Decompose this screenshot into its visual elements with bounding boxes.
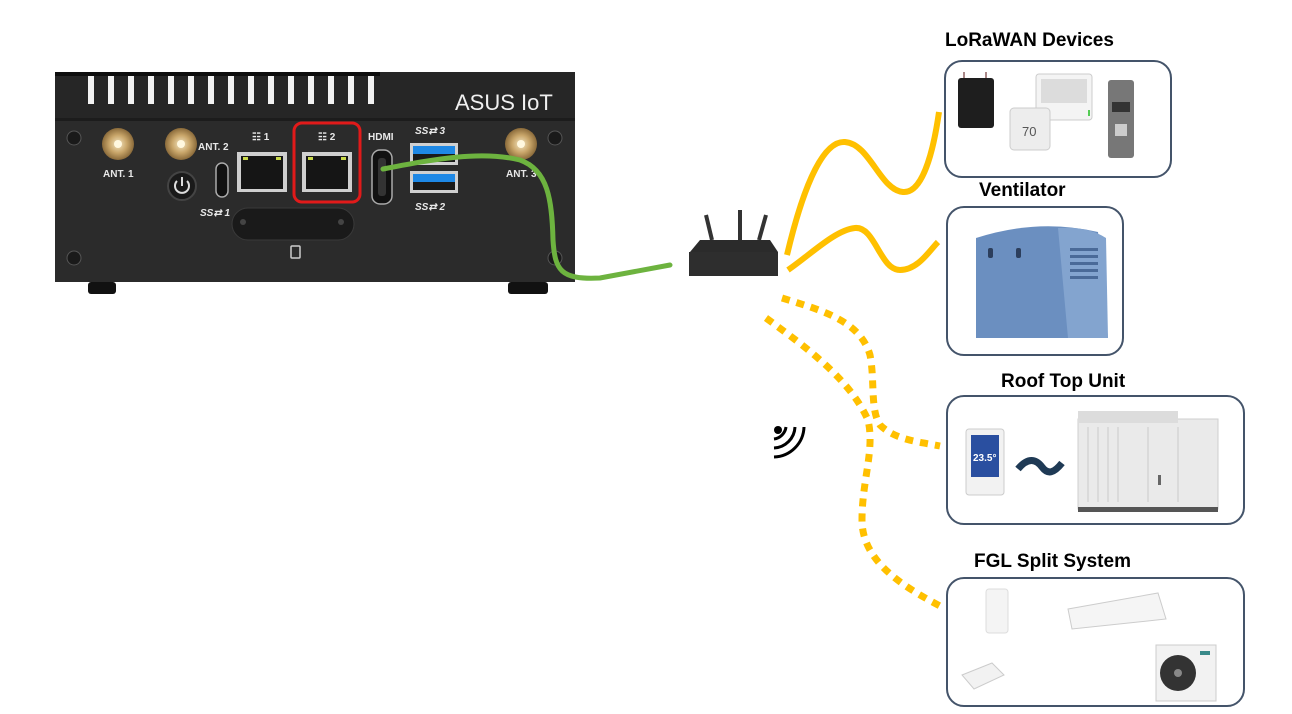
svg-text:ANT. 1: ANT. 1 bbox=[103, 169, 134, 180]
antenna-port-1: ANT. 1 bbox=[102, 128, 134, 180]
ventilator-image bbox=[976, 226, 1108, 338]
lan-port-1: ☷ 1 bbox=[237, 132, 287, 192]
wired-connection-icon bbox=[1015, 457, 1065, 476]
fgl-split-system-card bbox=[946, 577, 1245, 707]
lorawan-sensor-probe bbox=[1108, 80, 1134, 158]
lorawan-devices-card: 70 bbox=[944, 60, 1172, 178]
lorawan-devices-image: 70 bbox=[958, 72, 1134, 158]
sd-card-icon bbox=[290, 245, 301, 259]
port-highlight bbox=[292, 121, 362, 204]
heatsink-fins bbox=[55, 40, 575, 104]
ventilator-title: Ventilator bbox=[979, 180, 1066, 201]
lorawan-gateway-device bbox=[958, 78, 994, 128]
fgl-outdoor-unit bbox=[1155, 644, 1217, 702]
svg-text:23.5°: 23.5° bbox=[973, 453, 996, 464]
power-button bbox=[167, 171, 197, 201]
wireless-link-ventilator bbox=[786, 225, 941, 274]
brand-logo: ASUS IoT bbox=[455, 90, 553, 115]
svg-text:☷ 2: ☷ 2 bbox=[318, 132, 336, 143]
wireless-link-fgl bbox=[763, 315, 942, 610]
ethernet-cable bbox=[380, 153, 673, 281]
ventilator-card bbox=[946, 206, 1124, 356]
wireless-link-rtu bbox=[780, 294, 941, 450]
svg-text:☷ 1: ☷ 1 bbox=[252, 132, 270, 143]
antenna-port-2: ANT. 2 bbox=[165, 128, 229, 160]
usb-c-port: SS⇄ 1 bbox=[200, 162, 231, 219]
roof-top-unit-image: 23.5° bbox=[965, 411, 1219, 512]
rtu-title: Roof Top Unit bbox=[1001, 371, 1126, 392]
fgl-indoor-unit bbox=[1067, 592, 1167, 630]
fgl-split-system-image bbox=[961, 588, 1217, 702]
usb-port-2: SS⇄ 2 bbox=[410, 171, 458, 213]
svg-text:HDMI: HDMI bbox=[368, 132, 394, 143]
fgl-title: FGL Split System bbox=[974, 551, 1131, 572]
svg-text:SS⇄ 3: SS⇄ 3 bbox=[415, 126, 446, 137]
hdmi-port: HDMI bbox=[368, 132, 394, 205]
iot-gateway: ASUS IoT ANT. 1 ANT. 2 bbox=[55, 40, 575, 294]
lorawan-title: LoRaWAN Devices bbox=[945, 30, 1114, 51]
fgl-remote bbox=[961, 662, 1005, 690]
antenna-port-3: ANT. 3 bbox=[505, 128, 537, 180]
svg-text:SS⇄ 2: SS⇄ 2 bbox=[415, 202, 446, 213]
expansion-slot-cover bbox=[231, 207, 355, 259]
roof-top-unit-card: 23.5° bbox=[946, 395, 1245, 525]
svg-text:ANT. 2: ANT. 2 bbox=[198, 142, 229, 153]
svg-text:70: 70 bbox=[1022, 124, 1036, 139]
lorawan-thermostat bbox=[1009, 107, 1051, 151]
wireless-signal-icon bbox=[773, 426, 806, 459]
svg-text:ANT. 3: ANT. 3 bbox=[506, 169, 537, 180]
svg-text:SS⇄ 1: SS⇄ 1 bbox=[200, 208, 231, 219]
rtu-unit bbox=[1077, 411, 1219, 512]
wireless-link-lorawan bbox=[784, 111, 942, 256]
fgl-wifi-adapter bbox=[985, 588, 1009, 634]
lan-port-2: ☷ 2 bbox=[292, 121, 362, 204]
router-icon bbox=[689, 210, 778, 276]
